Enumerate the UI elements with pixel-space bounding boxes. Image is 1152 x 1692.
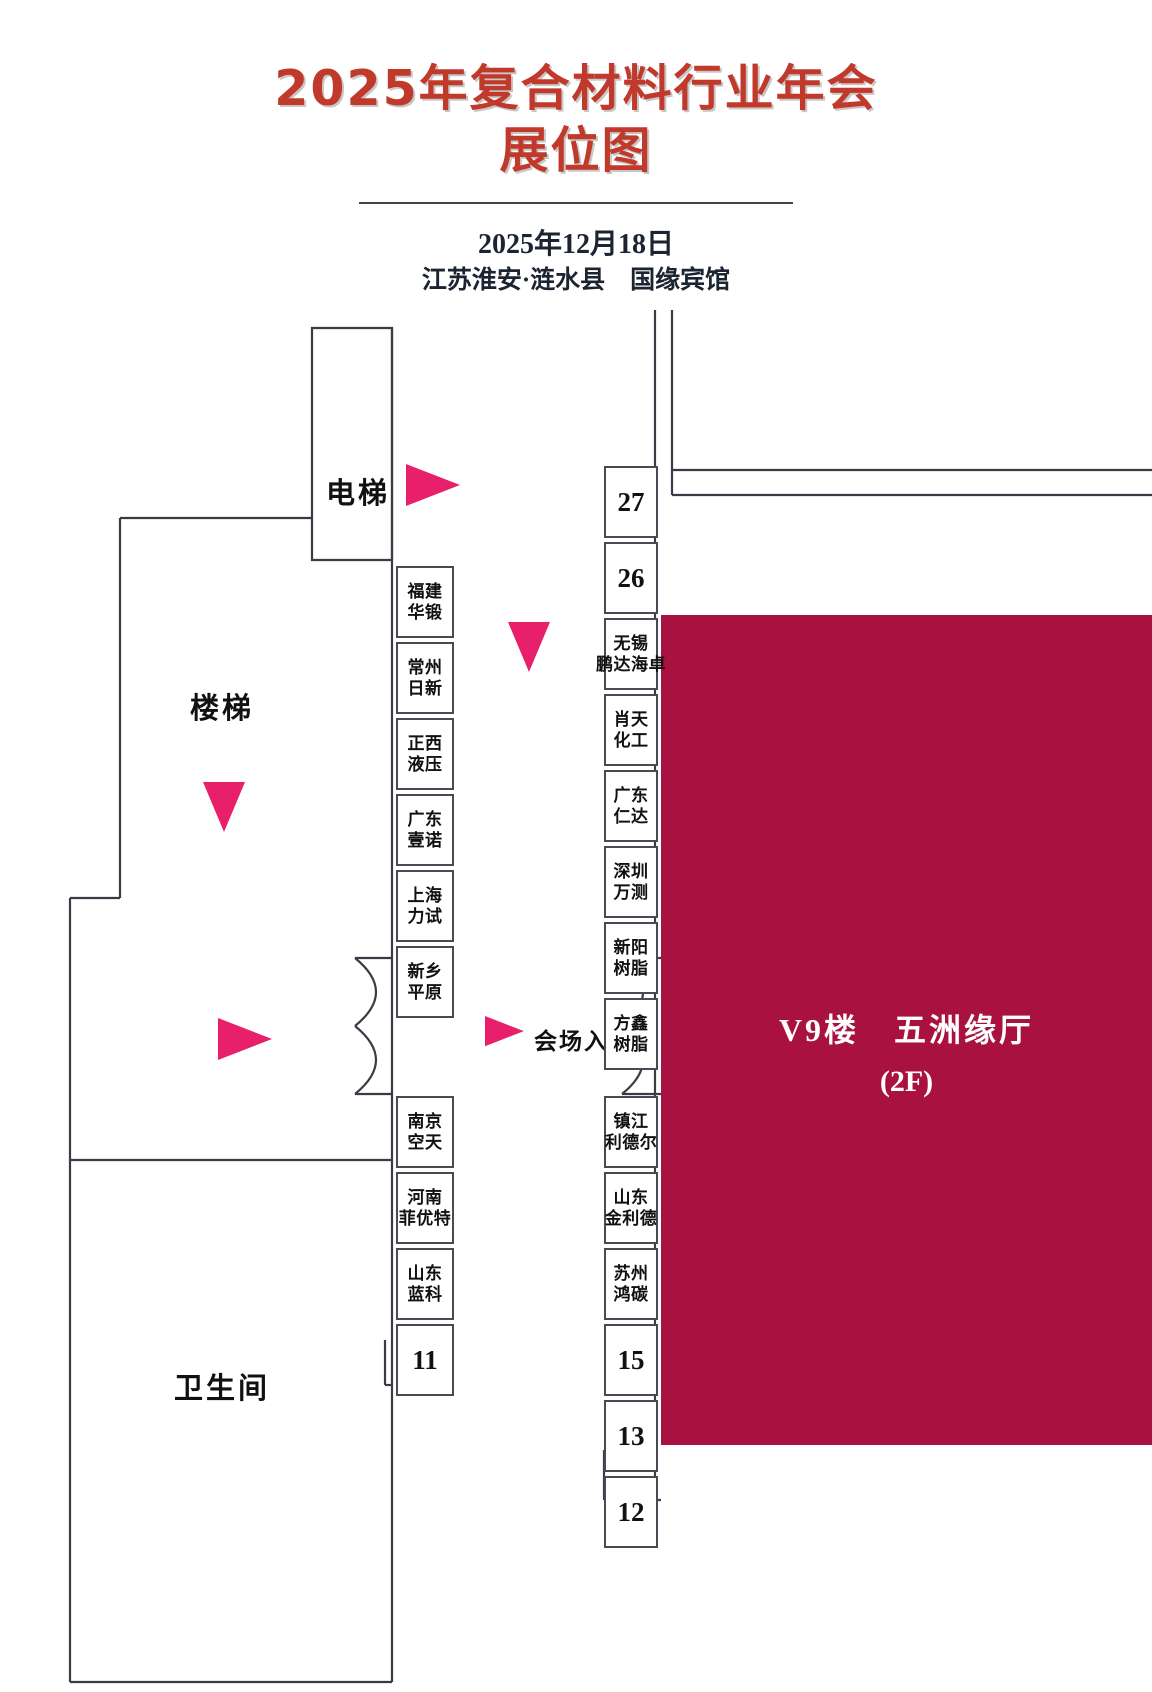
booth-cell[interactable]: 上海力试 (396, 870, 454, 942)
booth-name-line: 苏州 (613, 1264, 649, 1283)
booth-cell[interactable]: 13 (604, 1400, 658, 1472)
booth-name-line: 无锡 (613, 634, 649, 653)
booth-name-line: 树脂 (613, 1035, 649, 1054)
booth-name-line: 壹诺 (407, 831, 443, 850)
booth-cell[interactable]: 15 (604, 1324, 658, 1396)
room-label-restroom: 卫生间 (174, 1373, 271, 1405)
booth-name-line: 河南 (407, 1188, 443, 1207)
page-header: 2025年复合材料行业年会 展位图 2025年12月18日 江苏淮安·涟水县 国… (0, 0, 1152, 310)
arrow-right-icon-lobby (218, 1018, 272, 1060)
booth-cell[interactable]: 常州日新 (396, 642, 454, 714)
exhibition-hall-block[interactable]: V9楼 五洲缘厅 (2F) (661, 615, 1152, 1445)
room-label-elevator: 电梯 (326, 478, 391, 510)
booth-number: 13 (617, 1420, 645, 1451)
booth-name-line: 鸿碳 (613, 1285, 649, 1304)
booth-name-line: 平原 (407, 983, 443, 1002)
booth-name-line: 力试 (407, 907, 443, 926)
arrow-right-icon-elevator (406, 464, 460, 506)
booth-name-line: 山东 (407, 1264, 443, 1283)
booth-cell[interactable]: 南京空天 (396, 1096, 454, 1168)
booth-name-line: 福建 (407, 582, 443, 601)
booth-cell[interactable]: 新乡平原 (396, 946, 454, 1018)
booth-name-line: 镇江 (613, 1112, 649, 1131)
booth-cell[interactable]: 广东仁达 (604, 770, 658, 842)
booth-name-line: 鹏达海卓 (596, 655, 666, 674)
booth-cell[interactable]: 正西液压 (396, 718, 454, 790)
arrow-down-icon-corridor (508, 622, 550, 672)
booth-cell[interactable]: 无锡鹏达海卓 (596, 618, 666, 690)
booth-name-line: 化工 (613, 731, 649, 750)
booth-cell[interactable]: 肖天化工 (604, 694, 658, 766)
booth-cell[interactable]: 方鑫树脂 (604, 998, 658, 1070)
floor-plan-map: V9楼 五洲缘厅 (2F) 电梯 楼梯 卫生间 会场入口 福建华锻常州日新正西液… (0, 310, 1152, 1692)
booth-name-line: 常州 (407, 658, 443, 677)
booth-cell[interactable]: 深圳万测 (604, 846, 658, 918)
booth-name-line: 广东 (613, 786, 649, 805)
booth-name-line: 蓝科 (407, 1285, 443, 1304)
booth-number: 15 (617, 1344, 645, 1375)
booth-cell[interactable]: 26 (604, 542, 658, 614)
booth-number: 27 (617, 486, 645, 517)
booth-cell[interactable]: 山东金利德 (604, 1172, 658, 1244)
room-label-stairs: 楼梯 (190, 693, 255, 725)
event-date: 2025年12月18日 (477, 229, 674, 260)
booth-number: 11 (412, 1344, 438, 1375)
booth-name-line: 深圳 (613, 862, 649, 881)
title-divider (359, 202, 793, 204)
booth-cell[interactable]: 广东壹诺 (396, 794, 454, 866)
arrow-down-icon-stairs (203, 782, 245, 832)
booth-name-line: 肖天 (613, 710, 649, 729)
booth-name-line: 金利德 (604, 1209, 658, 1228)
hall-floor-label: (2F) (879, 1065, 934, 1098)
booth-name-line: 液压 (407, 755, 443, 774)
booth-number: 12 (617, 1496, 645, 1527)
hall-name-label: V9楼 五洲缘厅 (778, 1012, 1035, 1048)
booth-name-line: 南京 (407, 1112, 443, 1131)
booth-name-line: 利德尔 (604, 1133, 658, 1152)
booth-name-line: 新阳 (613, 938, 649, 957)
booth-name-line: 菲优特 (398, 1209, 452, 1228)
booth-number: 26 (617, 562, 645, 593)
booth-name-line: 方鑫 (613, 1014, 649, 1033)
booth-cell[interactable]: 苏州鸿碳 (604, 1248, 658, 1320)
booth-name-line: 日新 (407, 679, 443, 698)
booth-name-line: 广东 (407, 810, 443, 829)
booth-name-line: 树脂 (613, 959, 649, 978)
booth-cell[interactable]: 12 (604, 1476, 658, 1548)
event-venue: 江苏淮安·涟水县 国缘宾馆 (421, 267, 731, 294)
booth-cell[interactable]: 山东蓝科 (396, 1248, 454, 1320)
arrow-right-icon-entrance (485, 1016, 524, 1047)
page-title-sub: 展位图 (499, 122, 653, 179)
booth-cell[interactable]: 福建华锻 (396, 566, 454, 638)
booth-name-line: 空天 (407, 1133, 443, 1152)
booth-cell[interactable]: 河南菲优特 (396, 1172, 454, 1244)
booth-cell[interactable]: 27 (604, 466, 658, 538)
booth-name-line: 新乡 (407, 962, 443, 981)
booth-cell[interactable]: 镇江利德尔 (604, 1096, 658, 1168)
booth-name-line: 华锻 (407, 603, 443, 622)
booth-name-line: 正西 (407, 734, 443, 753)
booth-name-line: 上海 (407, 886, 443, 905)
page-title-main: 2025年复合材料行业年会 (274, 60, 878, 117)
booth-name-line: 仁达 (613, 807, 649, 826)
booth-name-line: 万测 (613, 883, 649, 902)
booth-cell[interactable]: 11 (396, 1324, 454, 1396)
booth-name-line: 山东 (613, 1188, 649, 1207)
booth-cell[interactable]: 新阳树脂 (604, 922, 658, 994)
